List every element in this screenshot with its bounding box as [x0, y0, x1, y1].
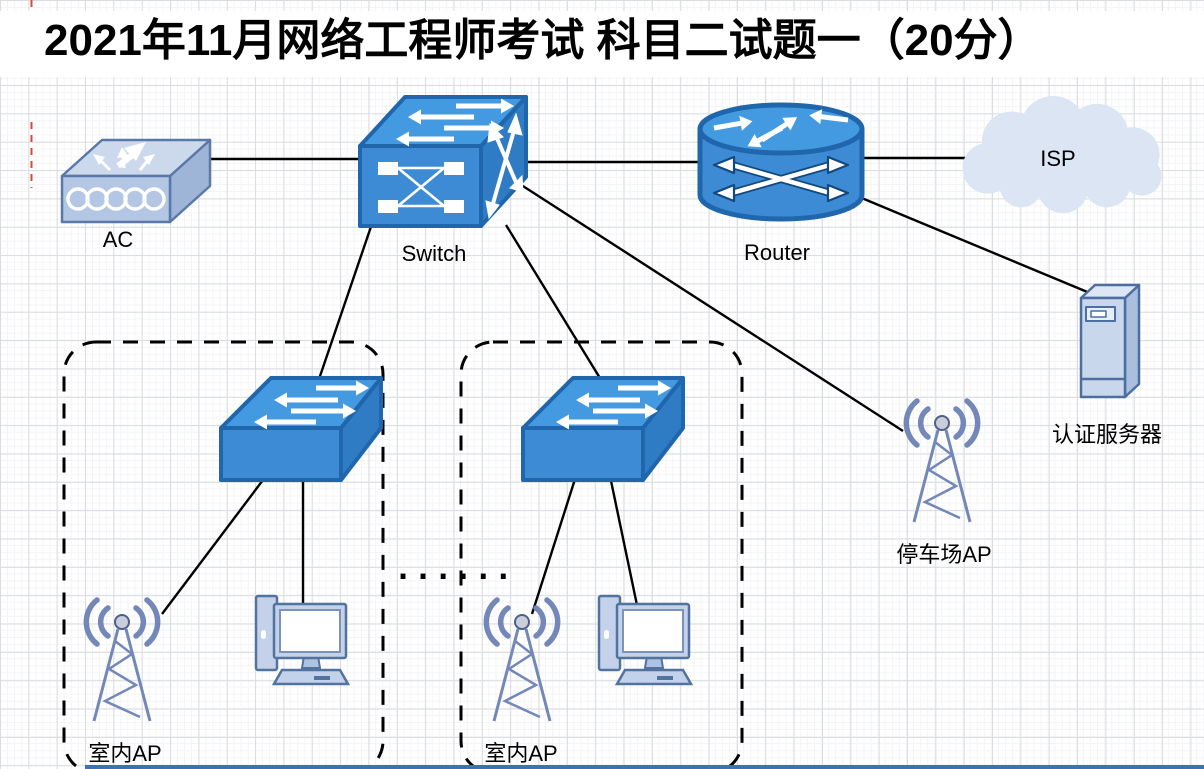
node-ac	[52, 126, 212, 226]
node-access-switch-2	[518, 374, 688, 486]
switch-front-pattern	[378, 162, 464, 213]
link-accessswitch2-pc2	[608, 475, 640, 611]
indoor-ap-2-label: 室内AP	[484, 741, 558, 766]
switch-icon	[521, 376, 685, 482]
desktop-computer-icon	[597, 594, 694, 686]
bottom-edge-bar	[85, 765, 1204, 769]
node-pc-1	[252, 592, 351, 688]
antenna-icon	[483, 597, 561, 722]
node-auth-server	[1075, 276, 1147, 406]
antenna-icon	[903, 398, 981, 523]
switch-icon	[358, 95, 528, 228]
radio-waves	[83, 597, 161, 647]
isp-label: ISP	[1040, 146, 1076, 171]
ac-top-arrows	[93, 142, 155, 172]
node-indoor-ap-1	[62, 597, 182, 724]
link-accessswitch1-indoorap1	[161, 475, 267, 615]
parking-ap-label: 停车场AP	[896, 542, 992, 567]
node-indoor-ap-2	[462, 597, 582, 724]
indoor-group-1-dashed-box	[62, 340, 385, 769]
ac-chain-pattern	[66, 187, 166, 211]
cloud-icon	[962, 96, 1162, 214]
link-switch-accessswitch1	[316, 211, 378, 383]
node-router	[696, 102, 866, 228]
indoor-group-2-dashed-box	[459, 340, 744, 769]
node-isp-cloud	[948, 96, 1178, 220]
node-parking-ap	[882, 398, 1002, 525]
antenna-icon	[83, 597, 161, 722]
router-front-arrows	[712, 155, 850, 203]
radio-waves	[483, 597, 561, 647]
auth-server-label: 认证服务器	[1051, 422, 1163, 447]
node-pc-2	[595, 592, 694, 688]
switch-icon	[219, 376, 383, 482]
switch-top-arrows	[254, 380, 369, 430]
link-switch-parking-ap	[511, 177, 904, 433]
switch-side-arrows	[485, 112, 524, 220]
router-top-arrows	[713, 109, 849, 148]
switch-top-arrows	[556, 380, 671, 430]
access-controller-icon	[60, 138, 212, 224]
core-switch-label: Switch	[401, 241, 467, 266]
radio-waves	[903, 398, 981, 448]
link-switch-accessswitch2	[504, 224, 605, 384]
server-icon	[1079, 283, 1141, 399]
desktop-computer-icon	[254, 594, 351, 686]
link-router-authserver	[827, 182, 1098, 298]
page-title: 2021年11月网络工程师考试 科目二试题一（20分）	[44, 16, 1042, 65]
indoor-ap-1-label: 室内AP	[88, 741, 162, 766]
title-background-band	[0, 11, 1204, 77]
node-core-switch	[356, 92, 531, 232]
ellipsis-dots: ......	[394, 552, 515, 587]
router-label: Router	[743, 240, 811, 265]
ac-label: AC	[102, 227, 134, 252]
node-access-switch-1	[216, 374, 386, 486]
switch-top-arrows	[396, 98, 514, 147]
router-icon	[697, 102, 865, 222]
link-accessswitch2-indoorap2	[530, 475, 578, 615]
